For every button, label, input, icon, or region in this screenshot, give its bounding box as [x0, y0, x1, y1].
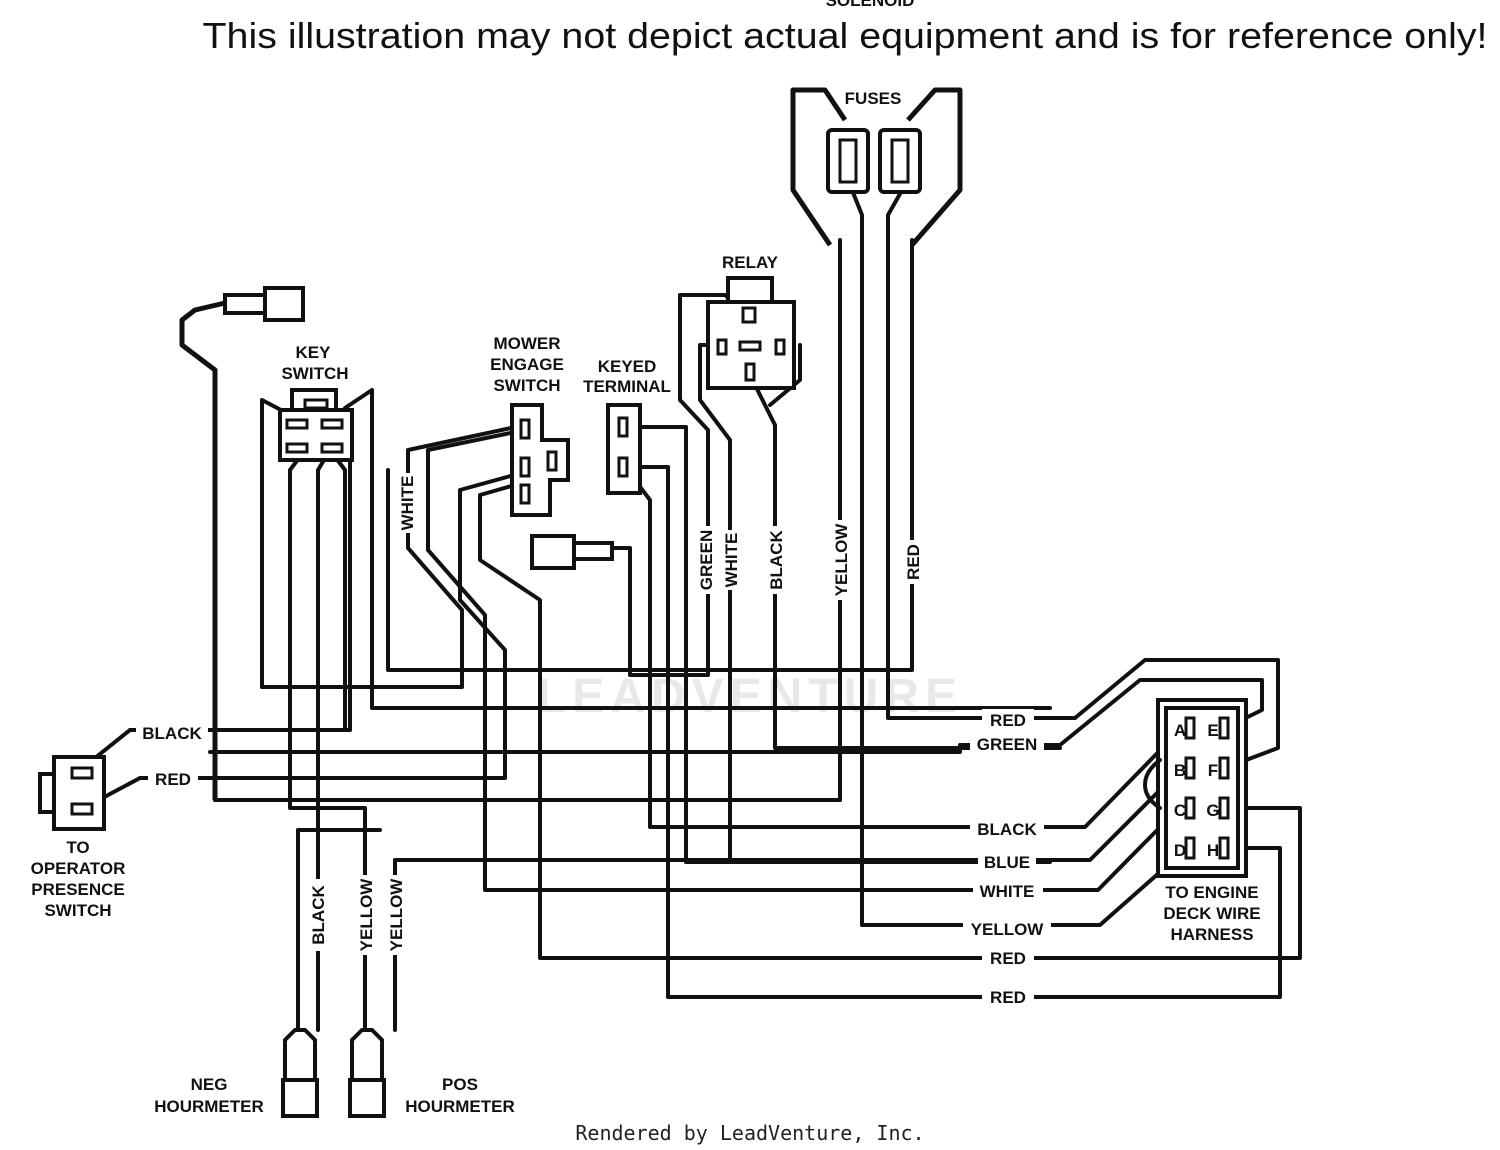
keyed-terminal-label-2: TERMINAL — [583, 377, 671, 396]
wire-label-vertical-black: BLACK — [767, 530, 786, 590]
wire-label-h-black: BLACK — [977, 820, 1037, 839]
footer-credit: Rendered by LeadVenture, Inc. — [575, 1121, 924, 1145]
spade-terminal-top-left — [223, 286, 305, 322]
key-switch-label-1: KEY — [296, 343, 332, 362]
key-switch: KEY SWITCH — [278, 343, 354, 462]
neg-hourmeter-label-1: NEG — [191, 1075, 228, 1094]
pin-g: G — [1206, 801, 1219, 820]
wire-label-h-red-2: RED — [990, 949, 1026, 968]
pin-a: A — [1174, 721, 1186, 740]
pin-e: E — [1207, 721, 1218, 740]
relay: RELAY — [706, 253, 796, 390]
wire-label-hm-yellow-2: YELLOW — [387, 878, 406, 952]
fuses-label: FUSES — [845, 89, 902, 108]
operator-label-1: TO — [66, 838, 89, 857]
disclaimer-text: This illustration may not depict actual … — [203, 15, 1488, 56]
neg-hourmeter-spade — [281, 1078, 319, 1118]
wire-label-h-blue: BLUE — [984, 853, 1030, 872]
wire-label-vertical-yellow: YELLOW — [832, 523, 851, 597]
operator-presence-connector: TO OPERATOR PRESENCE SWITCH — [31, 755, 126, 920]
wire-label-hm-yellow-1: YELLOW — [357, 878, 376, 952]
engine-deck-label-2: DECK WIRE — [1163, 904, 1260, 923]
top-cut-label: SOLENOID — [826, 0, 915, 10]
mower-engage-label-3: SWITCH — [493, 376, 560, 395]
wire-labels: BLACK RED WHITE GREEN WHITE BLACK YELLOW… — [136, 473, 1051, 1007]
pin-c: C — [1174, 801, 1186, 820]
engine-deck-label-3: HARNESS — [1170, 925, 1253, 944]
spade-terminal-center — [530, 534, 614, 570]
pos-hourmeter: POS HOURMETER — [348, 1028, 515, 1118]
engine-deck-connector: A B C D E F G H TO ENGINE DECK WIRE HARN… — [1143, 698, 1261, 944]
operator-label-3: PRESENCE — [31, 880, 125, 899]
operator-label-4: SWITCH — [44, 901, 111, 920]
fuses: FUSES — [826, 89, 922, 194]
keyed-terminal-label-1: KEYED — [598, 357, 657, 376]
neg-hourmeter-label-2: HOURMETER — [154, 1097, 264, 1116]
wire-label-vertical-white2: WHITE — [722, 533, 741, 588]
wire-label-h-red-3: RED — [990, 988, 1026, 1007]
wire-label-vertical-white: WHITE — [398, 476, 417, 531]
pin-b: B — [1174, 761, 1186, 780]
wire-label-h-red-1: RED — [990, 711, 1026, 730]
keyed-terminal: KEYED TERMINAL — [583, 357, 671, 495]
wire-label-left-black: BLACK — [142, 724, 202, 743]
wire-label-h-white: WHITE — [980, 882, 1035, 901]
pin-h: H — [1207, 841, 1219, 860]
operator-label-2: OPERATOR — [31, 859, 126, 878]
wire-group — [78, 87, 1302, 1032]
pin-d: D — [1174, 841, 1186, 860]
pos-hourmeter-label-2: HOURMETER — [405, 1097, 515, 1116]
relay-label: RELAY — [722, 253, 779, 272]
pin-f: F — [1208, 761, 1218, 780]
engine-deck-label-1: TO ENGINE — [1165, 883, 1258, 902]
wire-label-h-yellow: YELLOW — [971, 920, 1045, 939]
mower-engage-label-2: ENGAGE — [490, 355, 564, 374]
mower-engage-switch: MOWER ENGAGE SWITCH — [490, 334, 570, 517]
wire-label-h-green: GREEN — [977, 735, 1037, 754]
wire-label-hm-black: BLACK — [309, 885, 328, 945]
neg-hourmeter: NEG HOURMETER — [154, 1028, 317, 1116]
watermark: LEADVENTURE — [537, 670, 963, 723]
wire-label-vertical-red: RED — [904, 544, 923, 580]
mower-engage-label-1: MOWER — [493, 334, 560, 353]
key-switch-label-2: SWITCH — [281, 364, 348, 383]
wire-label-vertical-green: GREEN — [697, 530, 716, 590]
wire-label-left-red: RED — [155, 770, 191, 789]
pos-hourmeter-label-1: POS — [442, 1075, 478, 1094]
